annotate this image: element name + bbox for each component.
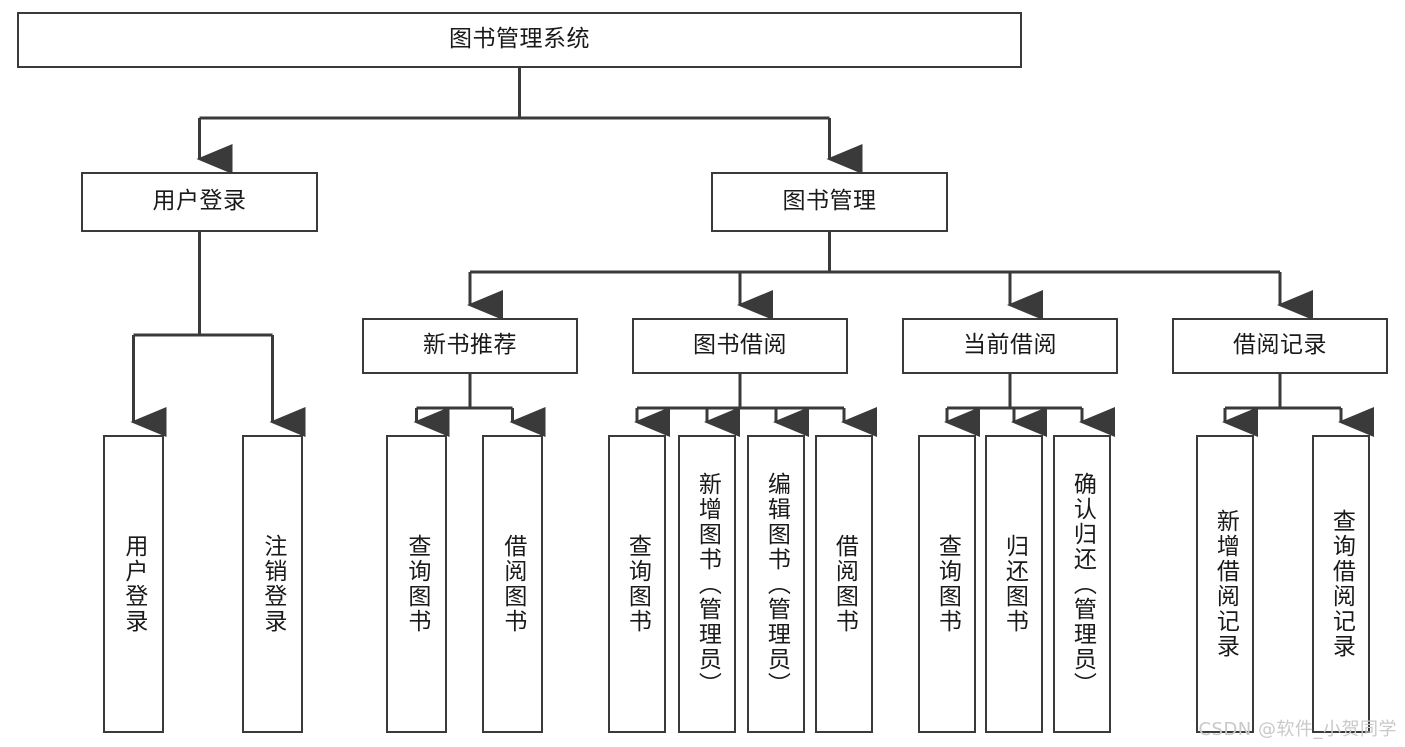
node-borrow-record-label: 借阅记录: [1233, 332, 1327, 359]
node-current-borrow-label: 当前借阅: [963, 332, 1057, 359]
node-leaf-query-borrow-record[interactable]: 查询借阅记录: [1312, 435, 1370, 733]
node-leaf-logout-label: 注销登录: [259, 534, 286, 634]
node-book-borrow-label: 图书借阅: [693, 332, 787, 359]
node-leaf-confirm-return-admin[interactable]: 确认归还（管理员）: [1053, 435, 1111, 733]
node-leaf-edit-book-admin[interactable]: 编辑图书（管理员）: [747, 435, 805, 733]
node-leaf-query-book-recommend-label: 查询图书: [403, 534, 430, 634]
node-leaf-user-login[interactable]: 用户登录: [103, 435, 164, 733]
node-leaf-add-borrow-record[interactable]: 新增借阅记录: [1196, 435, 1254, 733]
node-leaf-query-book-current-label: 查询图书: [934, 534, 961, 634]
node-user-login-label: 用户登录: [152, 188, 247, 215]
node-leaf-return-book[interactable]: 归还图书: [985, 435, 1043, 733]
node-root-label: 图书管理系统: [449, 26, 590, 53]
node-current-borrow[interactable]: 当前借阅: [902, 318, 1118, 374]
node-leaf-logout[interactable]: 注销登录: [242, 435, 303, 733]
node-root[interactable]: 图书管理系统: [17, 12, 1022, 68]
node-leaf-user-login-label: 用户登录: [120, 534, 147, 634]
node-leaf-return-book-label: 归还图书: [1001, 534, 1028, 634]
node-leaf-confirm-return-admin-label: 确认归还（管理员）: [1069, 471, 1096, 697]
node-new-book-recommend[interactable]: 新书推荐: [362, 318, 578, 374]
node-leaf-borrow-book[interactable]: 借阅图书: [815, 435, 873, 733]
node-leaf-query-borrow-record-label: 查询借阅记录: [1328, 509, 1355, 659]
node-leaf-add-borrow-record-label: 新增借阅记录: [1212, 509, 1239, 659]
node-leaf-query-book-current[interactable]: 查询图书: [918, 435, 976, 733]
node-user-login[interactable]: 用户登录: [81, 172, 318, 232]
node-book-management[interactable]: 图书管理: [711, 172, 948, 232]
node-leaf-add-book-admin-label: 新增图书（管理员）: [694, 471, 721, 697]
node-leaf-query-book-recommend[interactable]: 查询图书: [386, 435, 447, 733]
node-leaf-borrow-book-label: 借阅图书: [831, 534, 858, 634]
node-book-borrow[interactable]: 图书借阅: [632, 318, 848, 374]
node-leaf-query-book-borrow[interactable]: 查询图书: [608, 435, 666, 733]
node-leaf-borrow-book-recommend-label: 借阅图书: [499, 534, 526, 634]
node-borrow-record[interactable]: 借阅记录: [1172, 318, 1388, 374]
node-new-book-recommend-label: 新书推荐: [423, 332, 517, 359]
watermark-text: CSDN @软件_小贺同学: [1198, 719, 1397, 740]
node-book-management-label: 图书管理: [782, 188, 877, 215]
node-leaf-edit-book-admin-label: 编辑图书（管理员）: [763, 471, 790, 697]
node-leaf-query-book-borrow-label: 查询图书: [624, 534, 651, 634]
node-leaf-borrow-book-recommend[interactable]: 借阅图书: [482, 435, 543, 733]
node-leaf-add-book-admin[interactable]: 新增图书（管理员）: [678, 435, 736, 733]
